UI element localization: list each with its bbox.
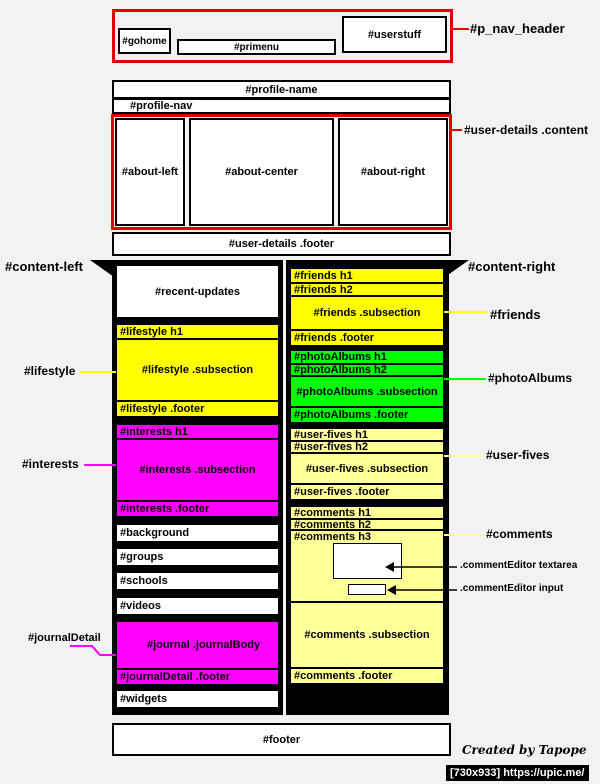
comments-footer: #comments .footer: [290, 668, 444, 684]
schools-box: #schools: [116, 572, 279, 590]
user-fives-label: #user-fives: [486, 448, 550, 462]
lifestyle-footer: #lifestyle .footer: [116, 401, 279, 417]
comment-editor-textarea[interactable]: [333, 543, 402, 579]
content-left-pointer: [90, 260, 114, 277]
friends-footer: #friends .footer: [290, 330, 444, 346]
user-fives-h2: #user-fives h2: [290, 441, 444, 453]
interests-footer: #interests .footer: [116, 501, 279, 517]
textarea-label: .commentEditor textarea: [460, 560, 578, 571]
recent-updates-box: #recent-updates: [116, 265, 279, 318]
videos-box: #videos: [116, 597, 279, 615]
header-connector: [453, 28, 469, 30]
user-fives-connector: [444, 455, 484, 457]
journal-body: #journal .journalBody: [116, 621, 279, 669]
friends-h1: #friends h1: [290, 268, 444, 283]
comment-editor-input[interactable]: [348, 584, 386, 595]
journal-detail-connector: [70, 645, 116, 656]
lifestyle-h1: #lifestyle h1: [116, 324, 279, 339]
journal-detail-label: #journalDetail: [28, 632, 101, 644]
background-box: #background: [116, 524, 279, 542]
primenu-box: #primenu: [177, 39, 336, 55]
lifestyle-label: #lifestyle: [24, 364, 76, 378]
content-right-pointer: [445, 260, 469, 277]
userstuff-box: #userstuff: [342, 16, 447, 53]
groups-box: #groups: [116, 548, 279, 566]
comments-h2: #comments h2: [290, 519, 444, 531]
photo-albums-h1: #photoAlbums h1: [290, 350, 444, 364]
widgets-box: #widgets: [116, 690, 279, 708]
comments-connector: [444, 534, 484, 536]
user-details-connector: [452, 129, 462, 131]
interests-h1: #interests h1: [116, 424, 279, 439]
user-details-footer-box: #user-details .footer: [112, 232, 451, 256]
comments-label: #comments: [486, 527, 553, 541]
upic-stamp[interactable]: [730x933] https://upic.me/: [446, 765, 589, 781]
content-left-label: #content-left: [5, 259, 83, 274]
interests-label: #interests: [22, 457, 79, 471]
friends-h2: #friends h2: [290, 283, 444, 296]
about-left-box: #about-left: [115, 118, 185, 226]
profile-nav-box: #profile-nav: [112, 98, 451, 114]
comments-h1: #comments h1: [290, 506, 444, 519]
photo-albums-label: #photoAlbums: [488, 371, 572, 385]
interests-connector: [84, 464, 116, 466]
user-fives-footer: #user-fives .footer: [290, 484, 444, 500]
about-center-box: #about-center: [189, 118, 334, 226]
input-label: .commentEditor input: [460, 583, 564, 594]
credit-text: Created by Tapope: [462, 743, 587, 757]
input-arrow: [387, 585, 457, 595]
profile-name-box: #profile-name: [112, 80, 451, 99]
header-label: #p_nav_header: [470, 21, 565, 36]
friends-label: #friends: [490, 307, 541, 322]
photo-albums-subsection: #photoAlbums .subsection: [290, 376, 444, 407]
about-right-box: #about-right: [338, 118, 448, 226]
textarea-arrow: [385, 562, 457, 572]
content-right-label: #content-right: [468, 259, 556, 274]
lifestyle-subsection: #lifestyle .subsection: [116, 339, 279, 401]
photo-albums-footer: #photoAlbums .footer: [290, 407, 444, 423]
comments-subsection: #comments .subsection: [290, 602, 444, 668]
comments-h3: #comments h3: [294, 531, 372, 543]
journal-detail-footer: #journalDetail .footer: [116, 669, 279, 685]
interests-subsection: #interests .subsection: [116, 439, 279, 501]
lifestyle-connector: [80, 371, 116, 373]
user-details-label: #user-details .content: [464, 123, 589, 137]
user-fives-h1: #user-fives h1: [290, 428, 444, 441]
user-fives-subsection: #user-fives .subsection: [290, 453, 444, 484]
friends-connector: [444, 311, 488, 313]
friends-subsection: #friends .subsection: [290, 296, 444, 330]
gohome-box: #gohome: [118, 28, 171, 54]
photo-albums-h2: #photoAlbums h2: [290, 364, 444, 376]
photo-albums-connector: [444, 378, 486, 380]
footer-box: #footer: [112, 723, 451, 756]
